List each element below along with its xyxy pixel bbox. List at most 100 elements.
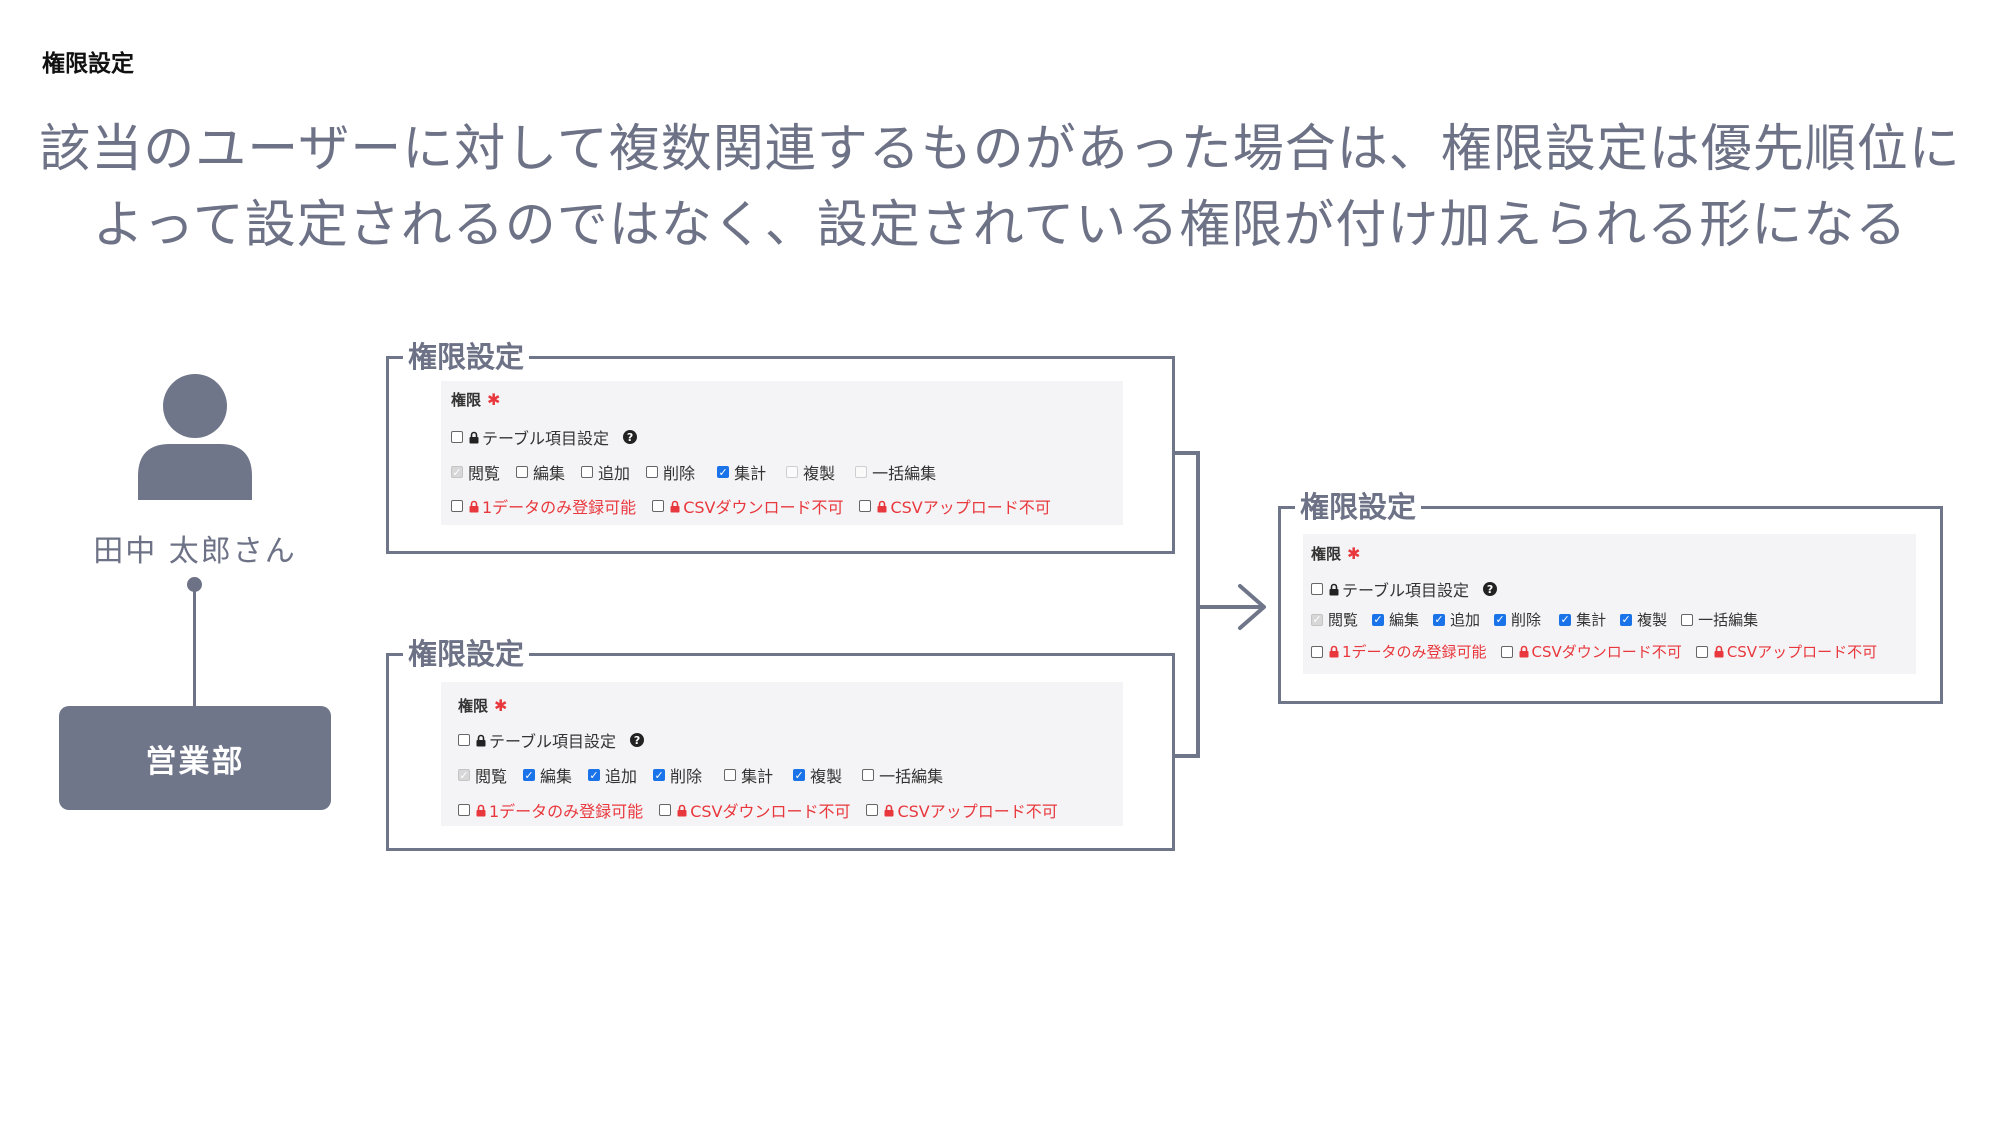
- table-setting-checkbox[interactable]: [458, 734, 470, 746]
- restriction-option[interactable]: 1データのみ登録可能: [458, 798, 643, 822]
- permission-option: 一括編集: [855, 460, 936, 484]
- permission-option: ✓閲覧: [451, 460, 500, 484]
- permission-option[interactable]: 集計: [724, 763, 773, 787]
- help-icon[interactable]: ?: [623, 430, 638, 444]
- restriction-checkbox[interactable]: [1695, 645, 1708, 658]
- restriction-label: 1データのみ登録可能: [489, 802, 644, 821]
- permission-label-text: 権限: [458, 697, 489, 715]
- restriction-option[interactable]: CSVダウンロード不可: [1500, 641, 1682, 662]
- panel-title: 権限設定: [403, 337, 530, 377]
- lock-icon: [476, 734, 486, 746]
- permission-checkbox[interactable]: ✓: [793, 768, 806, 782]
- permission-label-text: 権限: [451, 391, 482, 409]
- permission-checkbox[interactable]: ✓: [653, 768, 666, 782]
- permission-checkbox[interactable]: ✓: [1620, 613, 1633, 626]
- permission-label: 一括編集: [879, 767, 944, 786]
- permission-label: 閲覧: [475, 767, 508, 786]
- restriction-label: CSVアップロード不可: [890, 498, 1051, 517]
- permission-checkbox[interactable]: ✓: [1433, 613, 1446, 626]
- permission-checkbox[interactable]: [516, 466, 529, 478]
- permission-option: ✓閲覧: [1311, 609, 1358, 630]
- restriction-checkbox[interactable]: [652, 500, 665, 512]
- table-setting-checkbox[interactable]: [1311, 583, 1323, 595]
- headline-line-1: 該当のユーザーに対して複数関連するものがあった場合は、権限設定は優先順位に: [39, 120, 1961, 179]
- restriction-checkbox[interactable]: [458, 804, 470, 816]
- permission-option[interactable]: ✓ 集計: [1559, 609, 1606, 630]
- permission-checkbox[interactable]: ✓: [1559, 613, 1572, 626]
- permission-option[interactable]: 削除: [646, 460, 695, 484]
- permission-checkbox[interactable]: [581, 466, 594, 478]
- restriction-checkbox[interactable]: [451, 500, 463, 512]
- required-mark: ✱: [494, 696, 508, 715]
- permission-checkbox[interactable]: ✓: [717, 465, 730, 479]
- permission-checkbox[interactable]: ✓: [1494, 613, 1507, 626]
- permission-checkbox[interactable]: [1681, 613, 1694, 626]
- restriction-checkbox[interactable]: [659, 804, 672, 816]
- restriction-label: 1データのみ登録可能: [1342, 643, 1487, 661]
- permission-option[interactable]: ✓複製: [1620, 609, 1667, 630]
- help-icon[interactable]: ?: [1483, 582, 1498, 596]
- required-mark: ✱: [1347, 544, 1361, 563]
- restriction-label: CSVアップロード不可: [897, 802, 1058, 821]
- permission-label: 集計: [734, 464, 767, 483]
- restriction-checkbox[interactable]: [1500, 645, 1513, 658]
- restriction-row: 1データのみ登録可能 CSVダウンロード不可 CSVアップロード不可: [1311, 641, 1877, 662]
- permission-option[interactable]: ✓追加: [588, 763, 637, 787]
- table-setting-label: テーブル項目設定: [1342, 581, 1470, 600]
- permission-checkbox[interactable]: [646, 466, 659, 478]
- restriction-option[interactable]: CSVアップロード不可: [1695, 641, 1877, 662]
- lock-icon: [469, 431, 479, 443]
- required-mark: ✱: [487, 390, 501, 409]
- permission-checkbox[interactable]: [724, 769, 737, 781]
- lock-icon: [1329, 583, 1339, 595]
- restriction-option[interactable]: 1データのみ登録可能: [1311, 641, 1487, 662]
- headline: 該当のユーザーに対して複数関連するものがあった場合は、権限設定は優先順位に よっ…: [0, 112, 2000, 264]
- lock-icon: [677, 804, 687, 816]
- restriction-checkbox[interactable]: [859, 500, 872, 512]
- permission-option[interactable]: 編集: [516, 460, 565, 484]
- permission-label: 編集: [533, 464, 566, 483]
- restriction-checkbox[interactable]: [866, 804, 879, 816]
- permission-option[interactable]: ✓追加: [1433, 609, 1480, 630]
- table-setting-option[interactable]: テーブル項目設定: [451, 425, 609, 449]
- permission-label: 権限 ✱: [451, 389, 500, 410]
- restriction-option[interactable]: CSVアップロード不可: [859, 494, 1051, 518]
- help-icon[interactable]: ?: [630, 733, 645, 747]
- restriction-option[interactable]: 1データのみ登録可能: [451, 494, 636, 518]
- permission-form: 権限 ✱ テーブル項目設定 ? ✓ 閲覧 ✓ 編集 ✓追加 ✓削除集計 ✓複製 一括編集 1デー…: [441, 682, 1123, 826]
- table-setting-option[interactable]: テーブル項目設定: [1311, 577, 1469, 601]
- user-name: 田中 太郎さん: [93, 534, 297, 569]
- table-setting-row: テーブル項目設定 ?: [458, 728, 645, 752]
- table-setting-row: テーブル項目設定 ?: [1311, 577, 1498, 601]
- permission-checkbox[interactable]: ✓: [523, 768, 536, 782]
- restriction-checkbox[interactable]: [1311, 645, 1323, 658]
- permission-checkbox[interactable]: ✓: [1372, 613, 1385, 626]
- restriction-option[interactable]: CSVダウンロード不可: [652, 494, 843, 518]
- restriction-row: 1データのみ登録可能 CSVダウンロード不可 CSVアップロード不可: [451, 494, 1051, 518]
- permission-form: 権限✱ テーブル項目設定 ? ✓閲覧✓編集✓追加✓削除✓集計✓複製一括編集 1デ…: [1303, 534, 1916, 674]
- restriction-option[interactable]: CSVアップロード不可: [866, 798, 1058, 822]
- restriction-option[interactable]: CSVダウンロード不可: [659, 798, 850, 822]
- permission-option[interactable]: 一括編集: [1681, 609, 1758, 630]
- permission-option[interactable]: ✓複製: [793, 763, 842, 787]
- panel-title: 権限設定: [403, 634, 530, 674]
- restriction-label: 1データのみ登録可能: [482, 498, 637, 517]
- permission-option[interactable]: ✓ 編集: [523, 763, 572, 787]
- permission-checkbox[interactable]: [862, 769, 875, 781]
- permission-label-text: 権限: [1311, 545, 1342, 563]
- lock-icon: [1519, 645, 1529, 658]
- permission-option[interactable]: ✓編集: [1372, 609, 1419, 630]
- permission-option[interactable]: 追加: [581, 460, 630, 484]
- permission-checkbox[interactable]: ✓: [588, 768, 601, 782]
- permission-option[interactable]: ✓削除: [1494, 609, 1541, 630]
- permission-label: 追加: [598, 464, 631, 483]
- permission-label: 集計: [1576, 611, 1607, 629]
- permission-option[interactable]: ✓ 集計: [717, 460, 766, 484]
- permission-checkbox: [786, 466, 799, 478]
- permission-label: 編集: [540, 767, 573, 786]
- permission-form: 権限✱ テーブル項目設定 ? ✓閲覧編集追加削除✓集計複製一括編集 1データのみ…: [441, 381, 1123, 525]
- table-setting-option[interactable]: テーブル項目設定: [458, 728, 616, 752]
- table-setting-checkbox[interactable]: [451, 431, 463, 443]
- permission-option[interactable]: 一括編集: [862, 763, 943, 787]
- permission-option[interactable]: ✓削除: [653, 763, 702, 787]
